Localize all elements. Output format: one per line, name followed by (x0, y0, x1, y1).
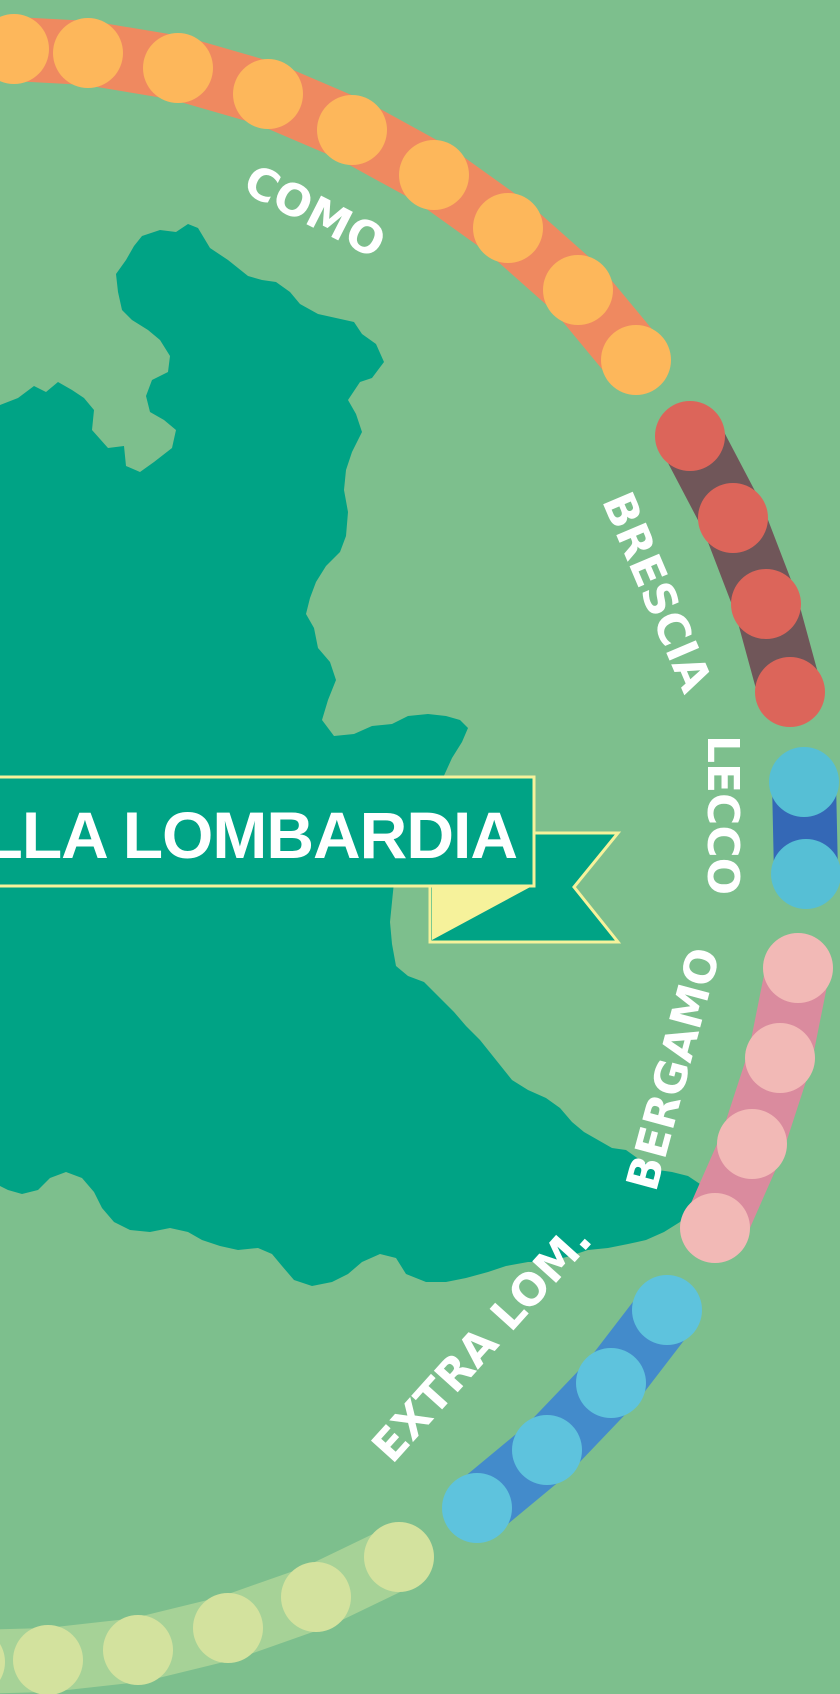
segment-track-bergamo (683, 936, 830, 1260)
segment-dot-como (473, 193, 543, 263)
segment-dot-como (399, 140, 469, 210)
segment-label-lecco: LECCO (697, 735, 748, 895)
segment-dot-extra-lombardia (632, 1275, 702, 1345)
segment-dot-brescia (731, 569, 801, 639)
segment-dot-brescia (698, 483, 768, 553)
banner-title: DELLA LOMBARDIA (0, 798, 517, 872)
segment-dot-como (143, 33, 213, 103)
segment-dot-bergamo (763, 933, 833, 1003)
segment-dot-como (601, 325, 671, 395)
segment-dot-bergamo (680, 1193, 750, 1263)
segment-track-extra-lombardia (445, 1278, 699, 1540)
segment-dot-brescia (755, 657, 825, 727)
segment-dot-brescia (655, 401, 725, 471)
segment-dot-bergamo (745, 1023, 815, 1093)
segment-dot-extra-tail (103, 1615, 173, 1685)
segment-dot-como (317, 95, 387, 165)
segment-dot-bergamo (717, 1109, 787, 1179)
segment-dot-lecco (769, 747, 839, 817)
banner-ribbon-fold (432, 885, 534, 940)
title-banner: DELLA LOMBARDIA (0, 775, 622, 944)
segment-dot-como (233, 59, 303, 129)
segment-dot-extra-lombardia (442, 1473, 512, 1543)
segments-layer (0, 14, 840, 1694)
segment-dot-extra-tail (0, 1643, 5, 1681)
segment-dot-extra-tail (281, 1562, 351, 1632)
segment-dot-lecco (771, 839, 840, 909)
segment-dot-extra-tail (364, 1522, 434, 1592)
segment-dot-extra-tail (13, 1625, 83, 1694)
banner-plate (0, 775, 536, 888)
lombardy-map (0, 224, 700, 1286)
segment-dot-como (53, 18, 123, 88)
segment-dot-extra-tail (193, 1593, 263, 1663)
segment-dot-como (0, 14, 49, 84)
segment-dot-extra-lombardia (512, 1415, 582, 1485)
segment-track-brescia (658, 404, 822, 724)
segment-dot-como (543, 255, 613, 325)
segment-dot-extra-lombardia (576, 1348, 646, 1418)
